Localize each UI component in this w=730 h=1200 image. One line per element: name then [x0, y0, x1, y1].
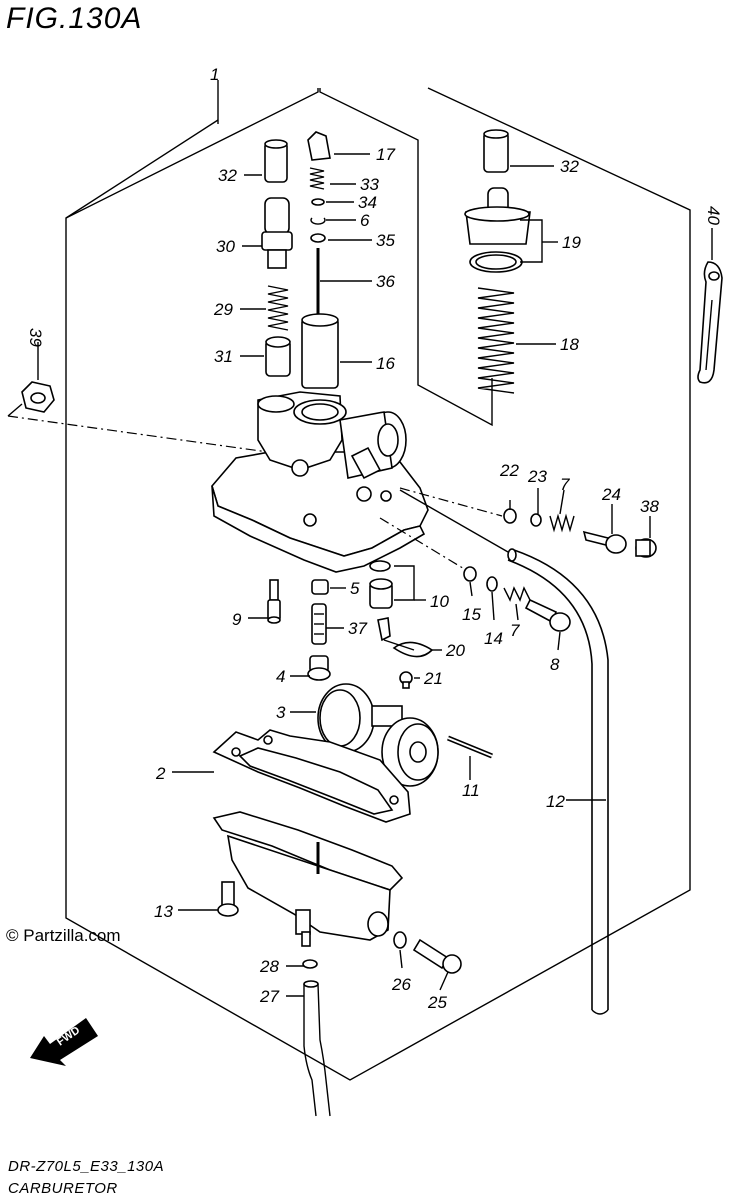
callout-30: 30	[216, 237, 235, 256]
part-32-cap-right	[483, 129, 509, 173]
part-22-o-ring	[503, 508, 517, 524]
callout-39: 39	[26, 328, 45, 347]
callout-35: 35	[376, 231, 395, 250]
part-17-clip	[307, 131, 331, 161]
part-40-strap	[697, 261, 723, 384]
callout-1: 1	[210, 65, 219, 84]
callout-5: 5	[350, 579, 360, 598]
part-18-spring	[477, 287, 515, 394]
callout-32-left: 32	[218, 166, 237, 185]
part-23-washer	[530, 513, 542, 527]
callout-11: 11	[462, 781, 480, 800]
footer-code: DR-Z70L5_E33_130A	[8, 1158, 165, 1175]
part-9-pilot-jet	[267, 579, 281, 624]
callout-24: 24	[601, 485, 621, 504]
part-28-clip	[302, 959, 318, 969]
callout-7-lower: 7	[510, 621, 520, 640]
callout-25: 25	[427, 993, 447, 1012]
callout-22: 22	[499, 461, 519, 480]
callout-8: 8	[550, 655, 560, 674]
callout-21: 21	[423, 669, 443, 688]
callout-7-upper: 7	[560, 475, 570, 494]
part-30-adjuster	[261, 197, 293, 269]
callout-9: 9	[232, 610, 242, 629]
carburetor-body	[211, 391, 429, 573]
callout-19: 19	[562, 233, 581, 252]
float-bowl	[212, 811, 404, 947]
callout-18: 18	[560, 335, 579, 354]
part-39-nut	[21, 381, 55, 413]
part-29-spring	[267, 285, 289, 331]
part-3-float	[317, 683, 439, 787]
callout-3: 3	[276, 703, 286, 722]
callout-13: 13	[154, 902, 173, 921]
callout-10: 10	[430, 592, 449, 611]
callout-4: 4	[276, 667, 285, 686]
part-10-o-ring	[369, 560, 391, 572]
callout-16: 16	[376, 354, 395, 373]
callout-36: 36	[376, 272, 395, 291]
callout-23: 23	[527, 467, 547, 486]
part-32-cap	[264, 139, 288, 183]
part-38-cap	[635, 538, 657, 558]
part-12-hose	[507, 548, 609, 1015]
callout-26: 26	[391, 975, 411, 994]
part-10-jet-holder	[369, 578, 393, 609]
part-13-screw	[217, 881, 239, 917]
callout-31: 31	[214, 347, 233, 366]
callout-numbers: 1 2 3 4 5 6 7 7 8 9 10 11 12 13 14 15 16…	[26, 65, 723, 1012]
callout-15: 15	[462, 605, 481, 624]
part-33-spring	[309, 167, 325, 190]
part-6-clip	[310, 217, 326, 225]
callout-40: 40	[704, 206, 723, 225]
callout-14: 14	[484, 629, 503, 648]
part-21-screw	[399, 671, 413, 689]
part-34-washer	[311, 198, 325, 206]
part-2-gasket	[212, 729, 411, 823]
callout-17: 17	[376, 145, 395, 164]
part-4-main-jet	[307, 655, 331, 681]
part-14-washer	[486, 576, 498, 592]
callout-33: 33	[360, 175, 379, 194]
callout-6: 6	[360, 211, 370, 230]
part-37-emulsion-tube	[311, 603, 327, 645]
part-24-screw	[582, 530, 627, 554]
callout-12: 12	[546, 792, 565, 811]
callout-37: 37	[348, 619, 367, 638]
part-31-holder	[265, 336, 291, 377]
part-5-jet	[311, 579, 329, 595]
callout-27: 27	[259, 987, 279, 1006]
part-7-spring-lower	[503, 586, 531, 602]
callout-29: 29	[213, 300, 233, 319]
assembly-outline	[65, 87, 691, 1081]
part-15-o-ring	[463, 566, 477, 582]
figure-title: FIG.130A	[6, 2, 143, 35]
assembly-outline-left	[65, 119, 219, 219]
credit-text: © Partzilla.com	[6, 926, 121, 945]
part-35-washer	[310, 233, 326, 243]
part-25-drain-screw	[412, 938, 462, 974]
callout-38: 38	[640, 497, 659, 516]
part-37-needle-jet	[377, 617, 391, 642]
footer-caption: CARBURETOR	[8, 1180, 118, 1197]
callout-34: 34	[358, 193, 377, 212]
callout-2: 2	[155, 764, 166, 783]
callout-20: 20	[445, 641, 465, 660]
part-7-spring-upper	[549, 513, 575, 533]
part-27-drain-tube	[303, 980, 331, 1117]
part-19-cap-nut	[464, 187, 531, 273]
callout-32-right: 32	[560, 157, 579, 176]
fwd-arrow-icon	[30, 1018, 98, 1066]
part-8-screw	[524, 598, 571, 632]
callout-28: 28	[259, 957, 279, 976]
leader-lines	[37, 153, 713, 997]
part-16-throttle-valve	[301, 313, 339, 389]
part-26-o-ring	[393, 931, 407, 949]
